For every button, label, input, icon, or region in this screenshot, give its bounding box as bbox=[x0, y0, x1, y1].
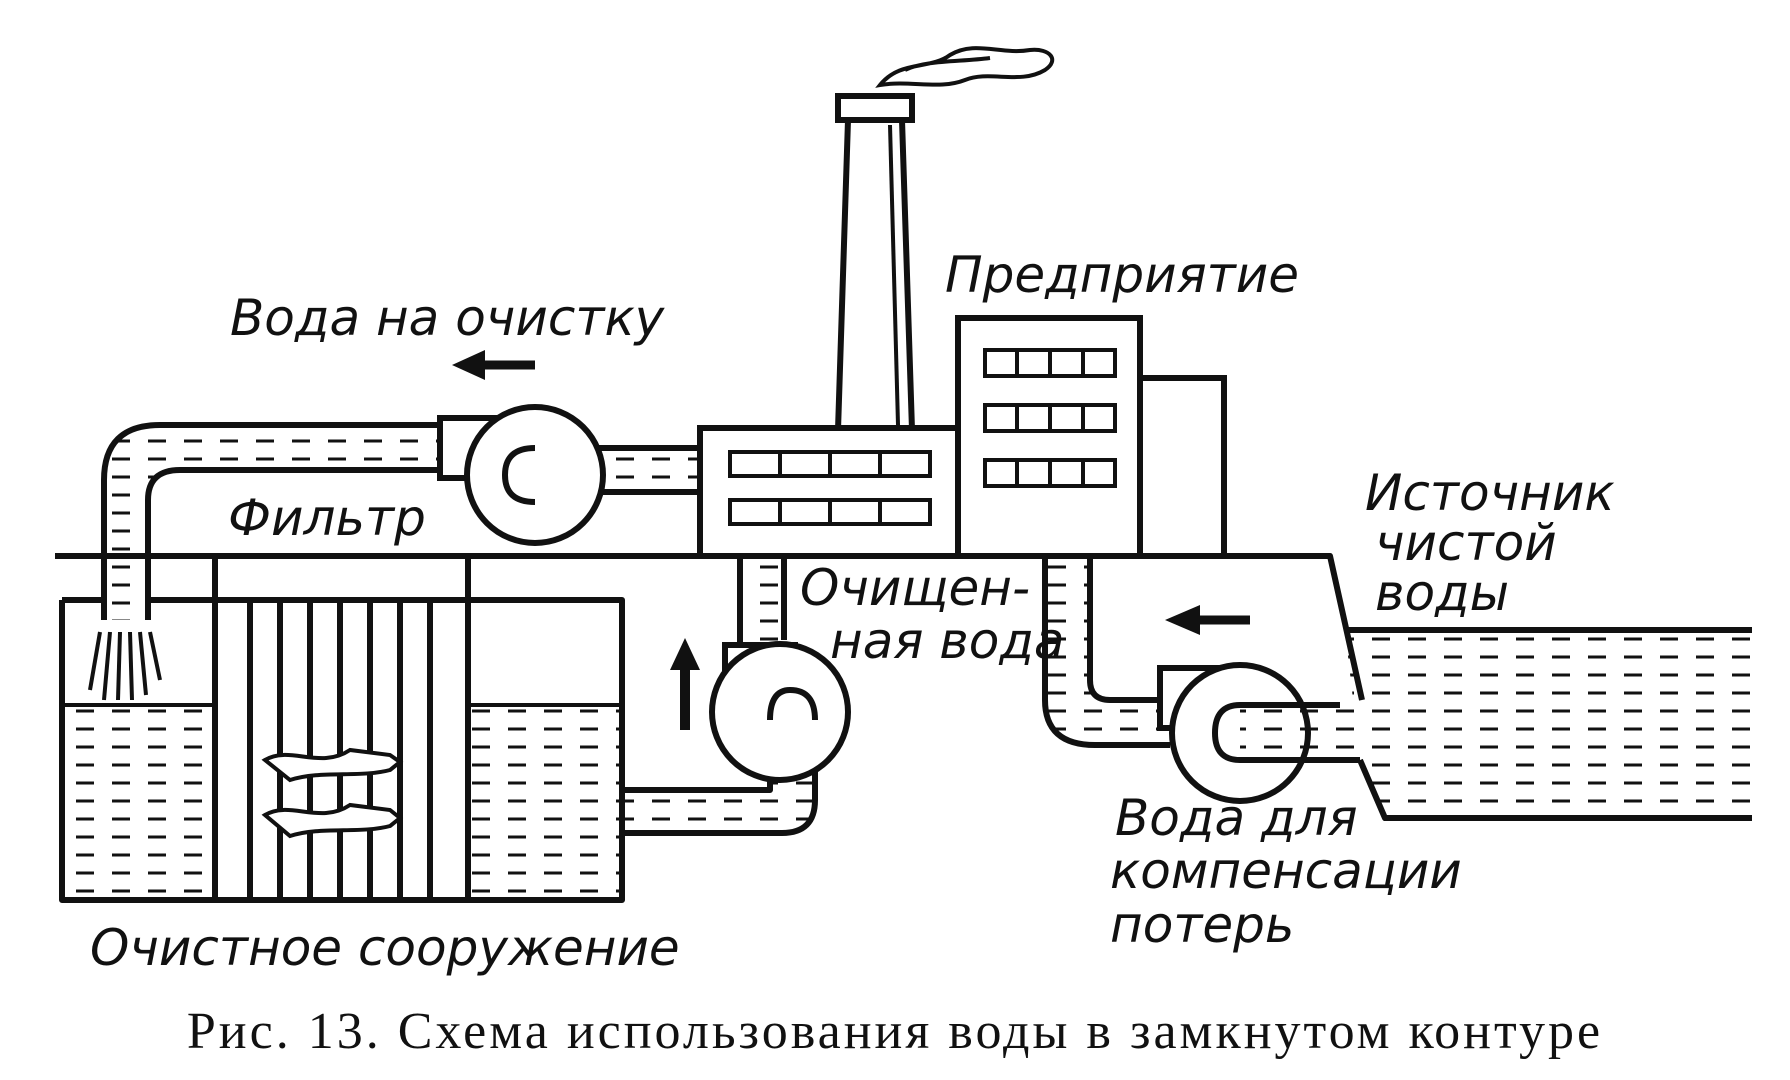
outlet-pump bbox=[437, 404, 606, 546]
label-clean-source-line1: Источник bbox=[1365, 464, 1615, 522]
label-filter: Фильтр bbox=[228, 489, 426, 547]
filter-bed bbox=[212, 553, 471, 903]
intake-pump bbox=[1157, 662, 1360, 804]
label-enterprise: Предприятие bbox=[945, 246, 1299, 304]
spray-icon bbox=[88, 631, 162, 701]
label-makeup-water-line3: потерь bbox=[1110, 896, 1294, 954]
label-water-to-treatment: Вода на очистку bbox=[230, 289, 666, 347]
factory-low-block bbox=[697, 425, 961, 559]
up-arrow-icon bbox=[670, 638, 700, 730]
left-arrow-icon bbox=[452, 350, 535, 380]
left-arrow-icon bbox=[1165, 605, 1250, 635]
factory-tall-block bbox=[955, 315, 1227, 559]
label-purified-water-line2: ная вода bbox=[830, 612, 1065, 670]
return-pump bbox=[709, 641, 851, 783]
label-purified-water-line1: Очищен- bbox=[800, 559, 1030, 617]
figure-caption: Рис. 13. Схема использования воды в замк… bbox=[187, 1003, 1603, 1060]
label-treatment-plant: Очистное сооружение bbox=[90, 919, 680, 977]
label-clean-source-line3: воды bbox=[1375, 564, 1509, 622]
clean-water-source bbox=[1345, 627, 1752, 821]
smoke-icon bbox=[875, 46, 1055, 88]
label-makeup-water-line1: Вода для bbox=[1115, 789, 1358, 847]
label-clean-source-line2: чистой bbox=[1375, 514, 1557, 572]
flow-wave-icon bbox=[261, 802, 404, 839]
chimney bbox=[835, 93, 915, 431]
flow-wave-icon bbox=[261, 747, 404, 783]
treatment-tank bbox=[59, 556, 625, 903]
label-makeup-water-line2: компенсации bbox=[1110, 842, 1462, 900]
